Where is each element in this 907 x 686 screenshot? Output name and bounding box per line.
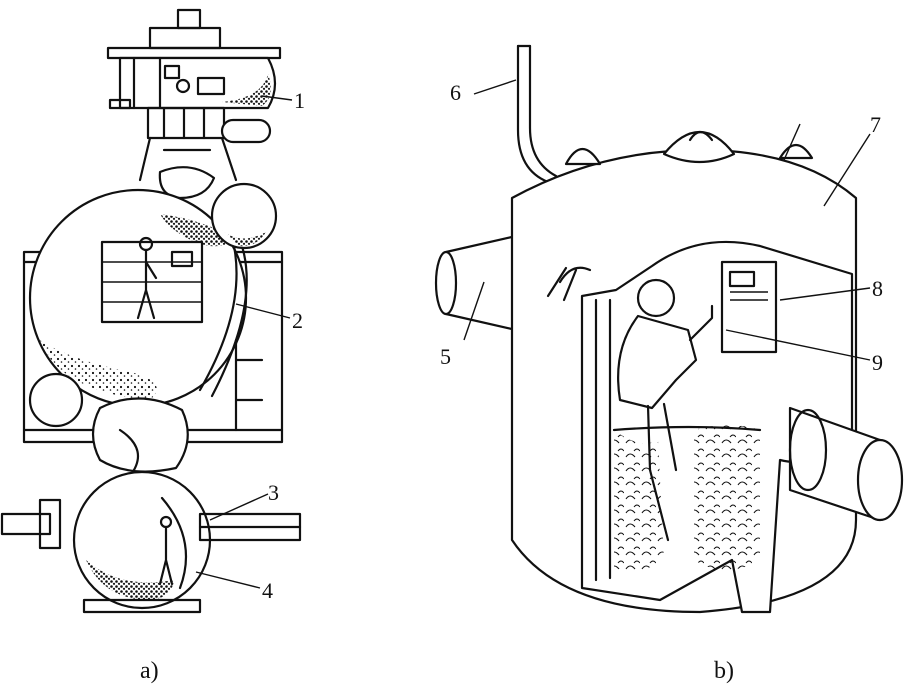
label-8: 8 [872,276,883,301]
caption-a: a) [140,658,159,684]
caption-b: b) [714,658,734,684]
label-5: 5 [440,344,451,369]
label-2: 2 [292,308,303,333]
label-4: 4 [262,578,273,603]
label-3: 3 [268,480,279,505]
label-6: 6 [450,80,461,105]
diagram-b [434,44,904,614]
label-9: 9 [872,350,883,375]
diagram-a [0,8,302,614]
label-7: 7 [870,112,881,137]
top-chamber [106,8,282,200]
lower-chamber [0,397,302,614]
sphere-chamber [22,182,284,444]
label-1: 1 [294,88,305,113]
